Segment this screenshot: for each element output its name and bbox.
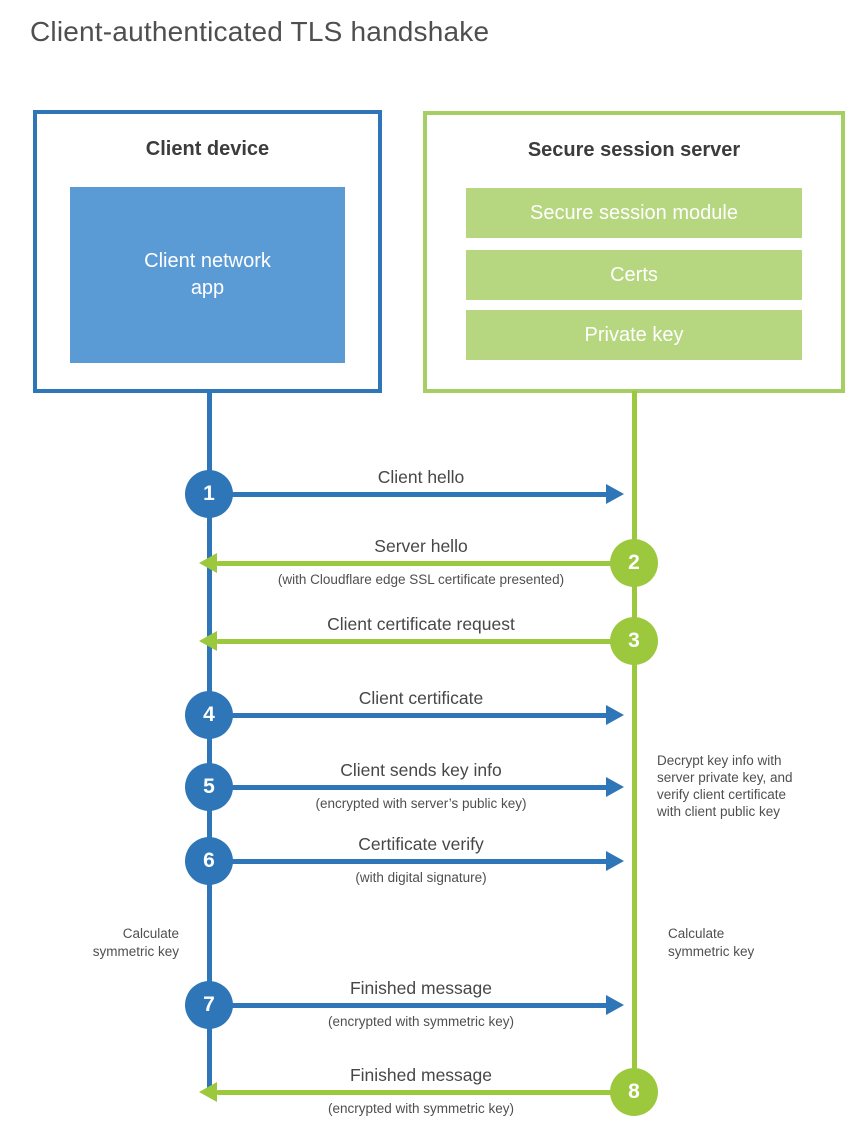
step-7-arrow: Finished message (encrypted with symmetr…: [0, 965, 865, 1055]
arrow-sublabel: (with Cloudflare edge SSL certificate pr…: [277, 572, 565, 587]
arrow-line: [217, 1090, 634, 1095]
arrow-sublabel: (with digital signature): [355, 870, 487, 885]
step-circle: 5: [185, 763, 233, 811]
arrow-label: Finished message: [349, 1065, 493, 1085]
arrow-line: [209, 713, 607, 718]
arrow-label: Server hello: [374, 536, 468, 556]
step-4-arrow: Client certificate 4: [0, 675, 865, 765]
client-device-title: Client device: [145, 138, 270, 160]
secure-session-server-box: Secure session server Secure session mod…: [423, 111, 845, 393]
decrypt-key-note: Decrypt key info with server private key…: [657, 753, 793, 819]
arrowhead-right-icon: [606, 851, 624, 871]
step-circle: 2: [610, 539, 658, 587]
server-module-certs: Certs: [466, 250, 802, 300]
step-circle: 7: [185, 981, 233, 1029]
arrow-label: Client sends key info: [340, 760, 502, 780]
step-circle: 8: [610, 1068, 658, 1116]
server-title: Secure session server: [527, 139, 741, 161]
arrowhead-left-icon: [199, 553, 217, 573]
client-network-app-box: Client network app: [70, 187, 345, 363]
step-circle: 4: [185, 691, 233, 739]
arrow-sublabel: (encrypted with symmetric key): [327, 1101, 515, 1116]
arrow-label: Finished message: [349, 978, 493, 998]
arrowhead-left-icon: [199, 1082, 217, 1102]
arrow-label: Client hello: [377, 467, 465, 487]
arrow-label: Client certificate: [358, 688, 484, 708]
server-lifeline: [632, 391, 637, 1092]
arrowhead-left-icon: [199, 631, 217, 651]
step-6-arrow: Certificate verify (with digital signatu…: [0, 821, 865, 911]
step-8-arrow: Finished message (encrypted with symmetr…: [0, 1052, 865, 1142]
arrow-label: Client certificate request: [327, 614, 515, 634]
arrow-line: [217, 639, 634, 644]
arrowhead-right-icon: [606, 995, 624, 1015]
step-circle: 6: [185, 837, 233, 885]
step-circle: 3: [610, 617, 658, 665]
server-module-secure-session: Secure session module: [466, 188, 802, 238]
arrow-line: [209, 492, 607, 497]
calculate-symmetric-key-note-server: Calculate symmetric key: [668, 926, 755, 959]
calculate-symmetric-key-note-client: Calculate symmetric key: [92, 926, 179, 959]
arrow-line: [209, 785, 607, 790]
step-2-arrow: Server hello (with Cloudflare edge SSL c…: [0, 523, 865, 613]
arrow-line: [217, 561, 634, 566]
arrow-sublabel: (encrypted with symmetric key): [327, 1014, 515, 1029]
arrow-sublabel: (encrypted with server’s public key): [315, 796, 527, 811]
step-3-arrow: Client certificate request 3: [0, 601, 865, 691]
arrowhead-right-icon: [606, 777, 624, 797]
arrowhead-right-icon: [606, 705, 624, 725]
server-module-private-key: Private key: [466, 310, 802, 360]
client-device-box: Client device Client network app: [33, 110, 382, 393]
arrow-line: [209, 859, 607, 864]
page-title: Client-authenticated TLS handshake: [30, 16, 490, 47]
arrow-line: [209, 1003, 607, 1008]
client-lifeline: [207, 391, 212, 1094]
step-5-arrow: Client sends key info (encrypted with se…: [0, 747, 865, 837]
arrow-label: Certificate verify: [358, 834, 484, 854]
step-circle: 1: [185, 470, 233, 518]
arrowhead-right-icon: [606, 484, 624, 504]
step-1-arrow: Client hello 1: [0, 454, 865, 544]
